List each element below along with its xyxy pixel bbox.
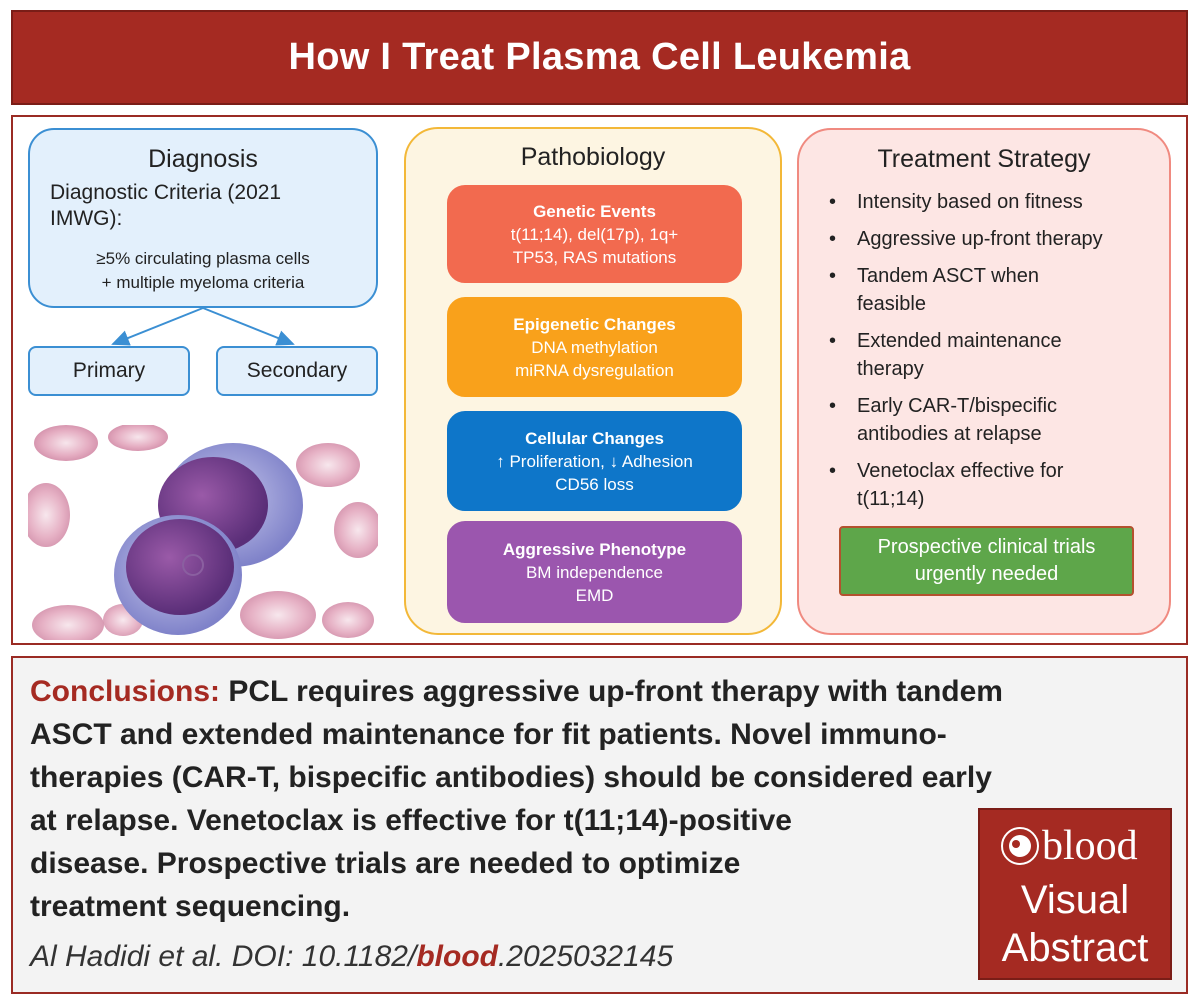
blood-visual-abstract-logo: blood Visual Abstract <box>978 808 1172 980</box>
citation: Al Hadidi et al. DOI: 10.1182/blood.2025… <box>30 940 673 974</box>
conclusions-line-1-text: PCL requires aggressive up-front therapy… <box>220 675 1003 708</box>
plasma-cell-illustration <box>28 425 378 640</box>
aggressive-phenotype-box: Aggressive Phenotype BM independence EMD <box>447 521 742 623</box>
logo-brand: blood <box>1042 823 1138 869</box>
conclusions-label: Conclusions: <box>30 675 221 708</box>
conclusions-line-6: treatment sequencing. <box>30 890 351 923</box>
treatment-item: •Aggressive up-front therapy <box>829 225 1167 253</box>
arrow-to-primary <box>111 307 204 346</box>
epigenetic-changes-line-2: miRNA dysregulation <box>515 360 674 380</box>
trials-line-1: Prospective clinical trials <box>877 536 1096 558</box>
conclusions-line-2: ASCT and extended maintenance for fit pa… <box>30 718 947 751</box>
criteria-line-1: Diagnostic Criteria (2021 <box>50 181 282 204</box>
treatment-item-line: Aggressive up-front therapy <box>857 228 1103 250</box>
criteria-line-2: IMWG): <box>50 207 123 230</box>
primary-box: Primary <box>28 346 190 396</box>
diagnostic-detail: ≥5% circulating plasma cells + multiple … <box>30 247 376 295</box>
conclusions-text: Conclusions: PCL requires aggressive up-… <box>30 670 1180 928</box>
detail-line-1: ≥5% circulating plasma cells <box>96 249 310 268</box>
detail-line-2: + multiple myeloma criteria <box>101 273 305 292</box>
arrow-to-secondary <box>202 307 295 346</box>
aggressive-phenotype-line-2: EMD <box>575 585 614 605</box>
treatment-item-line: Venetoclax effective for <box>857 460 1064 482</box>
treatment-item-line: t(11;14) <box>857 488 925 510</box>
treatment-item-line: Intensity based on fitness <box>857 191 1083 213</box>
aggressive-phenotype-heading: Aggressive Phenotype <box>502 539 687 559</box>
pathobiology-box: Pathobiology Genetic Events t(11;14), de… <box>404 127 782 635</box>
epigenetic-changes-box: Epigenetic Changes DNA methylation miRNA… <box>447 297 742 397</box>
treatment-item: •Intensity based on fitness <box>829 188 1167 216</box>
conclusions-line-3: therapies (CAR-T, bispecific antibodies)… <box>30 761 992 794</box>
title-banner: How I Treat Plasma Cell Leukemia <box>11 10 1188 105</box>
conclusions-line-4: at relapse. Venetoclax is effective for … <box>30 804 792 837</box>
secondary-label: Secondary <box>246 359 348 382</box>
aggressive-phenotype-line-1: BM independence <box>525 562 664 582</box>
trials-line-2: urgently needed <box>914 563 1059 585</box>
cellular-changes-line-2: CD56 loss <box>555 474 634 494</box>
page-title: How I Treat Plasma Cell Leukemia <box>288 36 911 78</box>
treatment-title: Treatment Strategy <box>877 145 1091 173</box>
primary-label: Primary <box>72 359 146 382</box>
citation-suffix: .2025032145 <box>497 940 674 973</box>
epigenetic-changes-line-1: DNA methylation <box>531 337 658 357</box>
diagnosis-box: Diagnosis Diagnostic Criteria (2021 IMWG… <box>28 128 378 308</box>
treatment-item-line: Tandem ASCT when <box>857 265 1039 287</box>
diagnosis-title: Diagnosis <box>148 145 258 173</box>
plasma-cell-micrograph <box>28 425 378 640</box>
blood-seal-icon <box>1001 827 1039 865</box>
treatment-item-line: Early CAR-T/bispecific <box>857 395 1058 417</box>
citation-prefix: Al Hadidi et al. DOI: 10.1182/ <box>30 940 417 973</box>
diagnostic-criteria: Diagnostic Criteria (2021 IMWG): <box>50 180 370 232</box>
clinical-trials-callout: Prospective clinical trials urgently nee… <box>839 526 1134 596</box>
genetic-events-line-1: t(11;14), del(17p), 1q+ <box>510 224 679 244</box>
cellular-changes-box: Cellular Changes ↑ Proliferation, ↓ Adhe… <box>447 411 742 511</box>
genetic-events-heading: Genetic Events <box>533 201 656 221</box>
cellular-changes-heading: Cellular Changes <box>525 428 664 448</box>
conclusions-line-1: Conclusions: PCL requires aggressive up-… <box>30 670 1180 713</box>
treatment-item-line: antibodies at relapse <box>857 423 1042 445</box>
logo-line-1: Visual <box>1020 878 1130 922</box>
treatment-item-line: feasible <box>857 293 926 315</box>
pathobiology-title: Pathobiology <box>520 143 666 171</box>
cellular-changes-line-1: ↑ Proliferation, ↓ Adhesion <box>496 451 693 471</box>
secondary-box: Secondary <box>216 346 378 396</box>
logo-line-2: Abstract <box>1001 926 1149 970</box>
conclusions-line-5: disease. Prospective trials are needed t… <box>30 847 741 880</box>
treatment-item-line: therapy <box>857 358 924 380</box>
citation-journal: blood <box>416 940 498 973</box>
epigenetic-changes-heading: Epigenetic Changes <box>513 314 676 334</box>
treatment-item-line: Extended maintenance <box>857 330 1062 352</box>
genetic-events-box: Genetic Events t(11;14), del(17p), 1q+ T… <box>447 185 742 283</box>
treatment-list: •Intensity based on fitness •Aggressive … <box>829 188 1167 522</box>
genetic-events-line-2: TP53, RAS mutations <box>512 247 677 267</box>
treatment-strategy-box: Treatment Strategy •Intensity based on f… <box>797 128 1171 635</box>
